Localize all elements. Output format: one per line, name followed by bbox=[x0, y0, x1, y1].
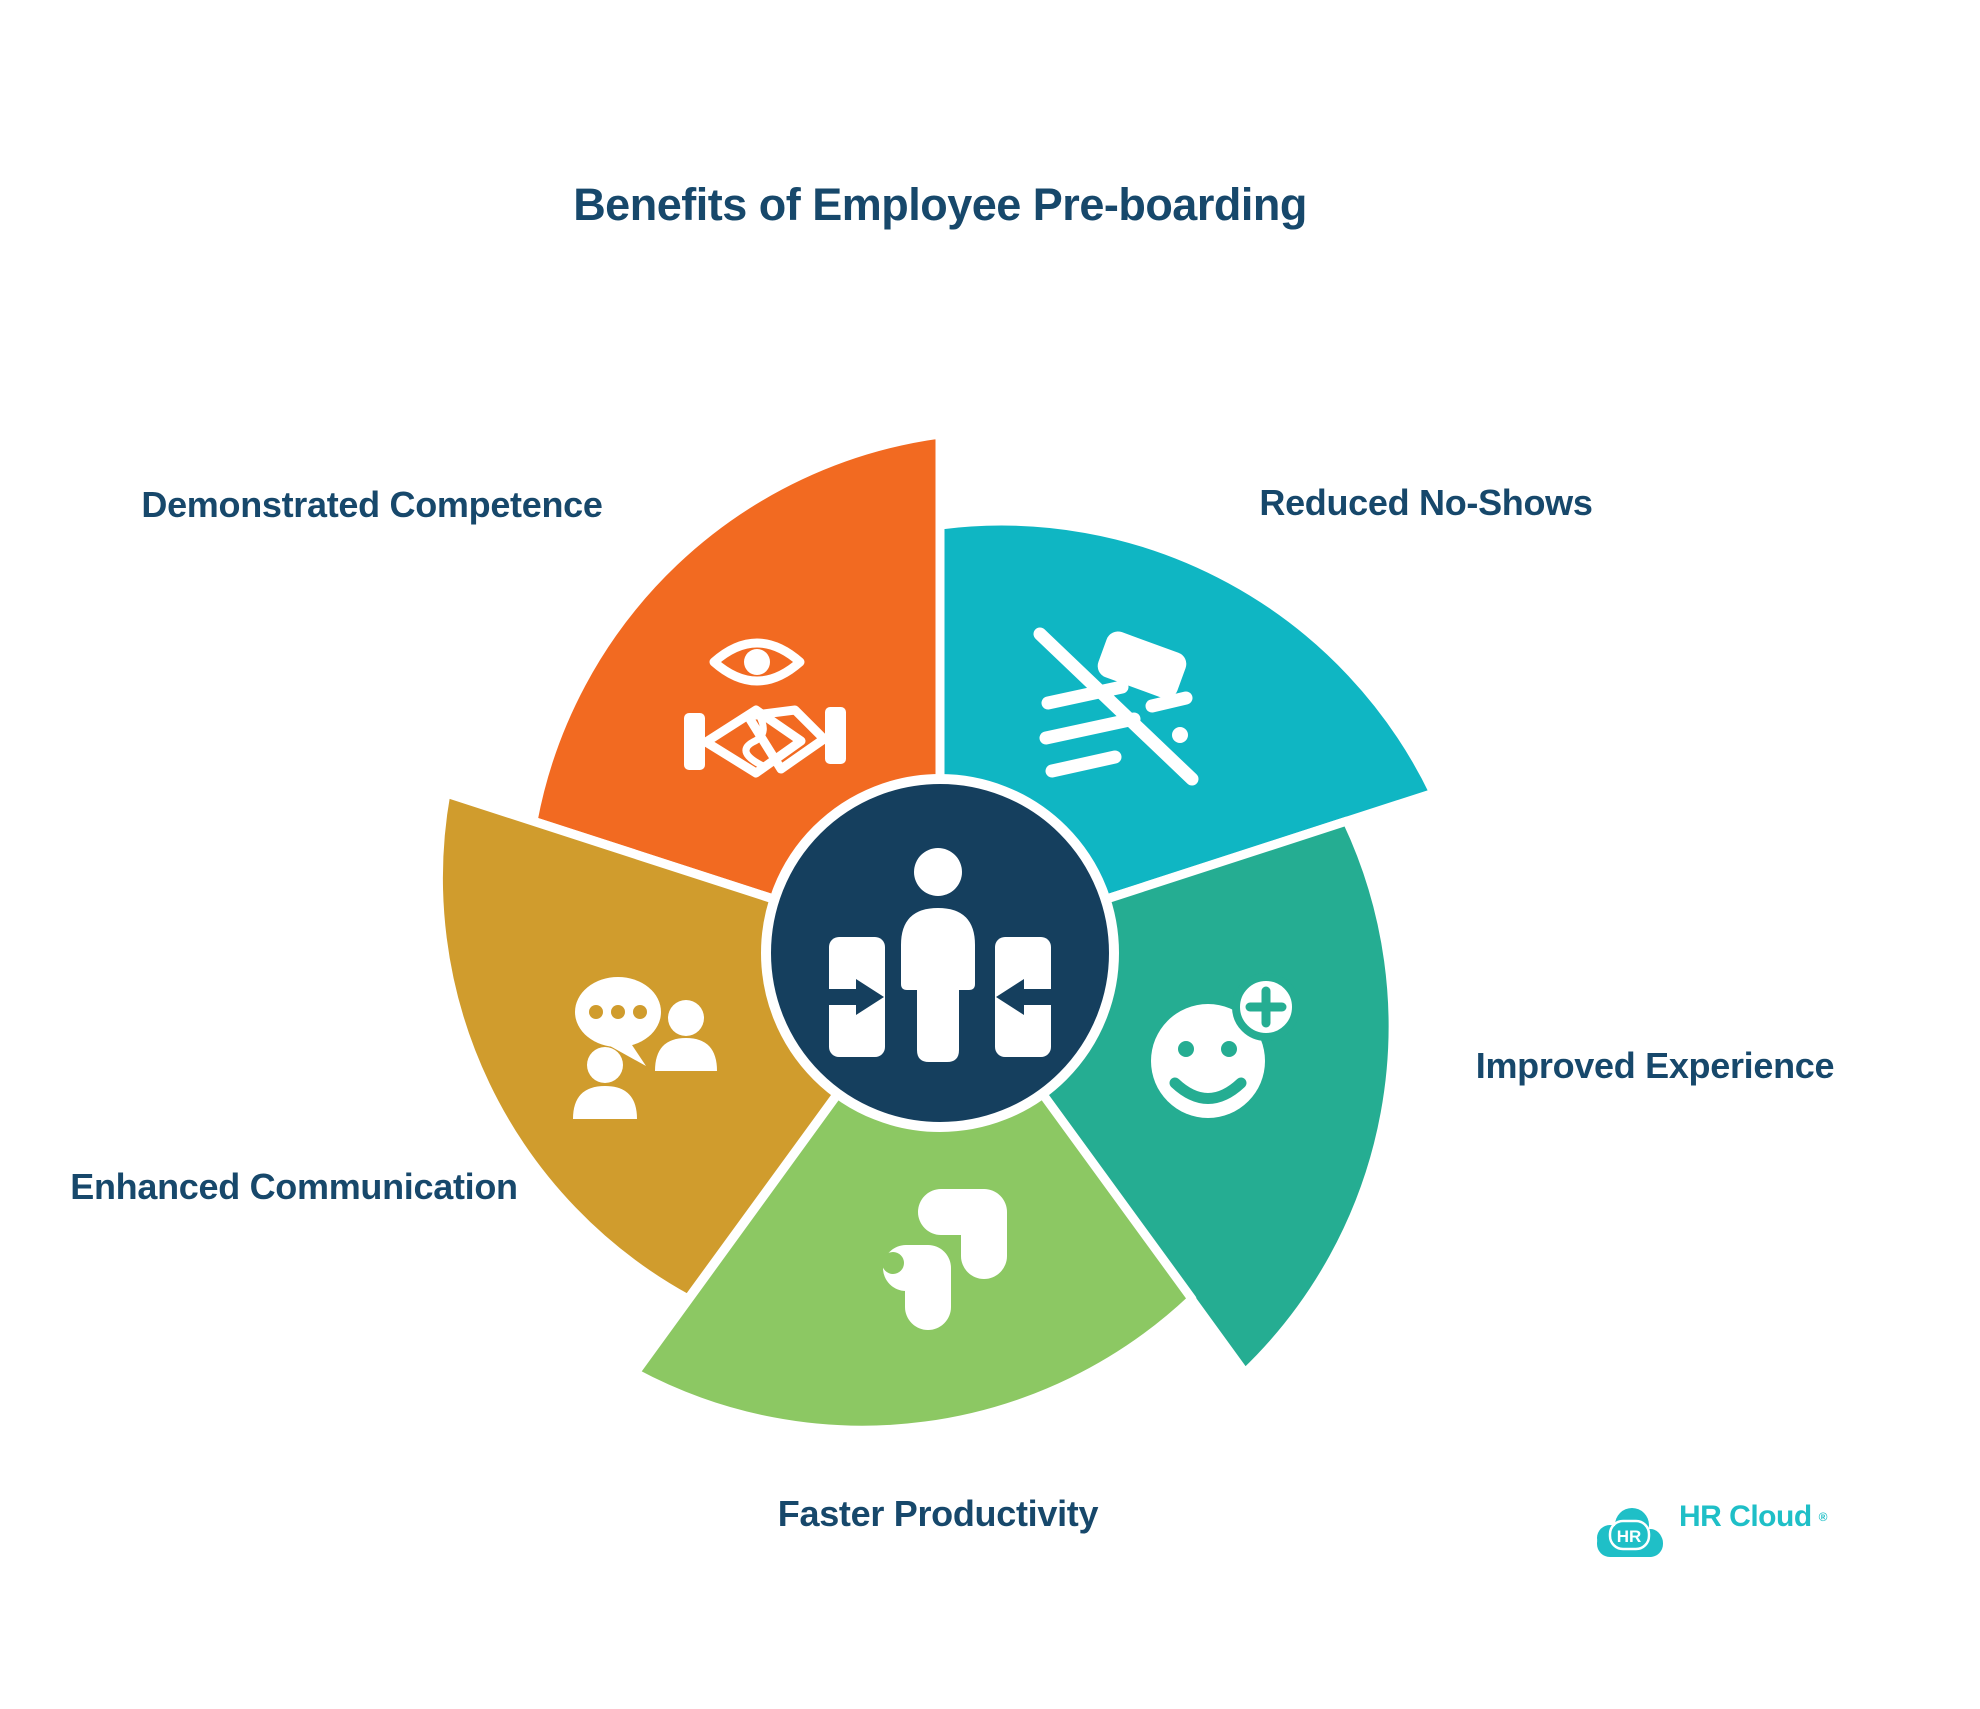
label-faster-productivity: Faster Productivity bbox=[777, 1493, 1099, 1534]
no-show-slash bbox=[1033, 627, 1199, 786]
eye-outline bbox=[709, 638, 805, 686]
no-show-dot bbox=[1172, 727, 1188, 743]
smiley-left-eye bbox=[1178, 1041, 1194, 1057]
hr-cloud-logo-icon: HR bbox=[1597, 1508, 1663, 1557]
chat-people-icon bbox=[573, 977, 717, 1119]
page-title: Benefits of Employee Pre-boarding bbox=[573, 179, 1307, 230]
no-show-slash-icon bbox=[1033, 627, 1199, 786]
handshake-grip bbox=[742, 706, 767, 770]
handshake-right-hand bbox=[743, 705, 829, 774]
segment-faster-productivity bbox=[630, 948, 1197, 1435]
hr-badge-label: HR bbox=[1617, 1527, 1642, 1546]
growth-arrows-icon bbox=[882, 1189, 1007, 1330]
label-demonstrated-competence: Demonstrated Competence bbox=[141, 484, 603, 525]
plus-sign bbox=[1245, 986, 1287, 1028]
label-reduced-no-shows: Reduced No-Shows bbox=[1259, 482, 1593, 523]
arrow-left-icon bbox=[996, 979, 1051, 1015]
no-show-lines bbox=[1039, 680, 1193, 778]
handshake-right-sleeve bbox=[825, 707, 846, 764]
handshake-left-sleeve bbox=[684, 713, 705, 770]
employee-head bbox=[914, 848, 962, 896]
chat-bubble-tail bbox=[610, 1042, 646, 1066]
person-left-head bbox=[587, 1047, 623, 1083]
person-right-head bbox=[668, 1000, 704, 1036]
person-right-body bbox=[655, 1038, 717, 1071]
registered-mark: ® bbox=[1818, 1510, 1828, 1524]
eye-pupil bbox=[744, 649, 770, 675]
smiley-mouth bbox=[1169, 1077, 1247, 1104]
hr-badge-outline bbox=[1608, 1519, 1651, 1551]
arrow-right-icon bbox=[829, 979, 884, 1015]
logo-wordmark: HR Cloud bbox=[1679, 1500, 1812, 1533]
center-hub bbox=[761, 774, 1119, 1132]
employee-transition-icon bbox=[829, 848, 1051, 1062]
chat-dots bbox=[589, 1005, 647, 1019]
arrow-corner-bottom bbox=[883, 1245, 951, 1330]
smiley-right-eye bbox=[1221, 1041, 1237, 1057]
arrow-corner-top bbox=[918, 1189, 1007, 1279]
arrow-ring-hole bbox=[882, 1252, 904, 1274]
label-enhanced-communication: Enhanced Communication bbox=[70, 1166, 518, 1207]
eye-handshake-icon bbox=[684, 638, 846, 778]
smiley-plus-icon bbox=[1151, 973, 1300, 1118]
label-improved-experience: Improved Experience bbox=[1475, 1045, 1835, 1086]
handshake-left-hand bbox=[701, 705, 806, 778]
person-left-body bbox=[573, 1086, 637, 1119]
hr-cloud-logo: HR Cloud ® bbox=[1594, 1500, 1827, 1534]
employee-body bbox=[901, 908, 975, 1062]
